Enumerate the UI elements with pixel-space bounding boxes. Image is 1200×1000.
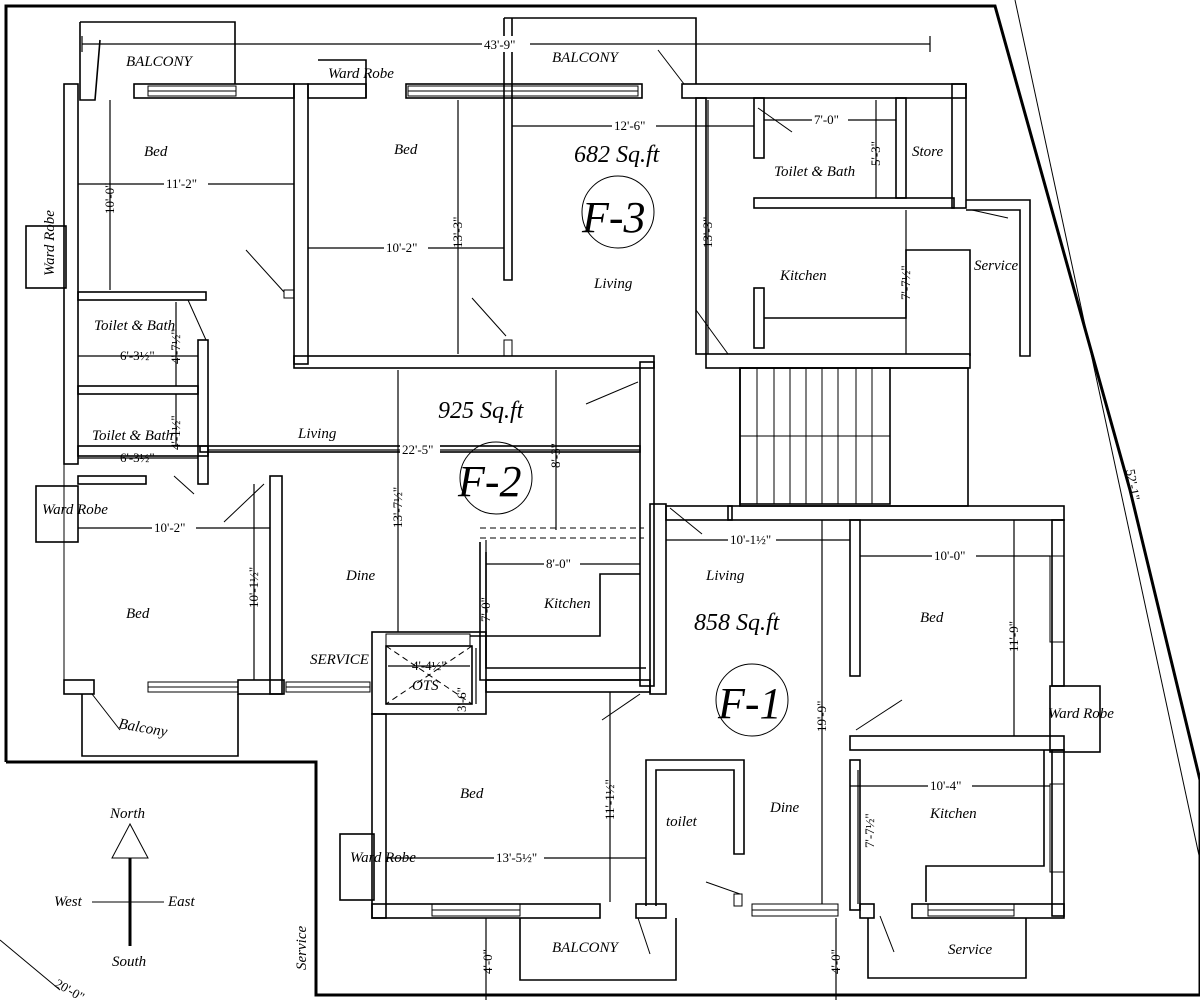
dim-13-3-b: 13'-3" [700, 217, 715, 248]
flat-f1-walls [339, 503, 1101, 981]
room-ward-robe-top: Ward Robe [328, 66, 394, 82]
dim-10-2-mid: 10'-2" [154, 520, 185, 535]
room-living-f2: Living [297, 426, 337, 442]
room-ots: OTS [412, 678, 439, 694]
room-bed-f1-left: Bed [460, 786, 484, 802]
room-service-f2: SERVICE [310, 652, 369, 668]
flat-f2-walls [35, 339, 655, 757]
dim-6-3h-b: 6'-3½" [120, 450, 155, 465]
room-balcony-f1: BALCONY [552, 940, 620, 956]
flat-f3-area: 682 Sq.ft [574, 142, 661, 168]
room-kitchen-f1: Kitchen [929, 806, 977, 822]
dim-7-7h-b: 7'-7½" [862, 813, 877, 848]
dim-road-left: 20'-0" [53, 976, 88, 1000]
dim-8-0: 8'-0" [546, 556, 571, 571]
dim-4-7h: 4'-7½" [168, 329, 183, 364]
flat-f1-label: F-1 858 Sq.ft [694, 610, 789, 737]
room-balcony-f3-left: BALCONY [126, 54, 194, 70]
room-dine-f1: Dine [769, 800, 800, 816]
dim-road: 52'-1" [1123, 468, 1143, 502]
compass-east: East [167, 894, 196, 910]
flat-f2-label: F-2 925 Sq.ft [438, 398, 533, 515]
dim-12-6: 12'-6" [614, 118, 645, 133]
flat-f3-name: F-3 [581, 193, 646, 242]
room-ward-robe-f1-right: Ward Robe [1048, 706, 1114, 722]
dim-10-1h-a: 10'-1½" [246, 567, 261, 608]
room-bed-f3-left: Bed [144, 144, 168, 160]
dim-10-1h-b: 10'-1½" [730, 532, 771, 547]
room-bed-f2: Bed [126, 606, 150, 622]
compass-north: North [109, 806, 145, 822]
dim-10-4: 10'-4" [930, 778, 961, 793]
dimension-labels: 43'-9" 52'-1" 20'-0" 12'-6" 7'-0" 5'-3" … [53, 36, 1143, 1000]
room-kitchen-f3: Kitchen [779, 268, 827, 284]
dim-10-0-right: 10'-0" [934, 548, 965, 563]
compass-west: West [54, 894, 83, 910]
road-edge-line [1014, 0, 1200, 861]
room-bed-f1-right: Bed [920, 610, 944, 626]
dim-4-4h: 4'-4½" [412, 658, 447, 673]
dim-19-9: 19'-9" [814, 701, 829, 732]
room-living-f3: Living [593, 276, 633, 292]
dim-13-3-a: 13'-3" [450, 217, 465, 248]
windows [147, 85, 1065, 917]
room-service-f3: Service [974, 258, 1018, 274]
dim-7-7h-a: 7'-7½" [898, 265, 913, 300]
dim-5-3: 5'-3" [868, 141, 883, 166]
room-ward-robe-f2: Ward Robe [42, 502, 108, 518]
dim-4-0-a: 4'-0" [480, 949, 495, 974]
room-toilet-bath-f2b: Toilet & Bath [92, 428, 173, 444]
dim-8-3: 8'-3" [548, 443, 563, 468]
north-arrow-icon [111, 822, 149, 859]
flat-f1-area: 858 Sq.ft [694, 610, 781, 636]
room-ward-robe-f1-left: Ward Robe [350, 850, 416, 866]
compass-rose: North South West East [54, 806, 196, 970]
room-toilet-bath-f3: Toilet & Bath [774, 164, 855, 180]
compass-south: South [112, 954, 146, 970]
dim-13-7h: 13'-7½" [390, 487, 405, 528]
dim-10-2-top: 10'-2" [386, 240, 417, 255]
dim-22-5: 22'-5" [402, 442, 433, 457]
flat-f2-name: F-2 [457, 457, 522, 506]
dim-3-6: 3'-6" [454, 687, 469, 712]
dim-11-1h: 11'-1½" [602, 779, 617, 820]
dim-7-0-top: 7'-0" [814, 112, 839, 127]
room-store: Store [912, 144, 943, 160]
room-dine-f2: Dine [345, 568, 376, 584]
flat-f1-name: F-1 [717, 679, 782, 728]
dim-4-0-b: 4'-0" [828, 949, 843, 974]
room-toilet-f1: toilet [666, 814, 698, 830]
dim-11-9: 11'-9" [1006, 621, 1021, 652]
dim-7-0-mid: 7'-0" [478, 597, 493, 622]
room-toilet-bath-f2a: Toilet & Bath [94, 318, 175, 334]
room-service-left: Service [294, 926, 310, 970]
room-bed-f3-mid: Bed [394, 142, 418, 158]
flat-f2-area: 925 Sq.ft [438, 398, 525, 424]
dim-overall-width: 43'-9" [484, 37, 515, 52]
dim-11-2: 11'-2" [166, 176, 197, 191]
plot-boundary [4, 4, 1200, 997]
dim-4-1h: 4'-1½" [168, 415, 183, 450]
room-labels: BALCONY BALCONY Ward Robe Bed Bed Toilet… [42, 50, 1114, 970]
room-kitchen-f2: Kitchen [543, 596, 591, 612]
flat-f3-label: F-3 682 Sq.ft [574, 142, 661, 249]
room-service-f1: Service [948, 942, 992, 958]
room-ward-robe-left: Ward Robe [42, 210, 58, 276]
dim-13-5h: 13'-5½" [496, 850, 537, 865]
room-balcony-f3-right: BALCONY [552, 50, 620, 66]
dimension-lines [78, 36, 1050, 1000]
dim-10-0-left: 10'-0" [102, 183, 117, 214]
road-edge-line-left [0, 939, 61, 991]
room-balcony-f2: Balcony [117, 716, 169, 740]
room-living-f1: Living [705, 568, 745, 584]
dim-6-3h-a: 6'-3½" [120, 348, 155, 363]
